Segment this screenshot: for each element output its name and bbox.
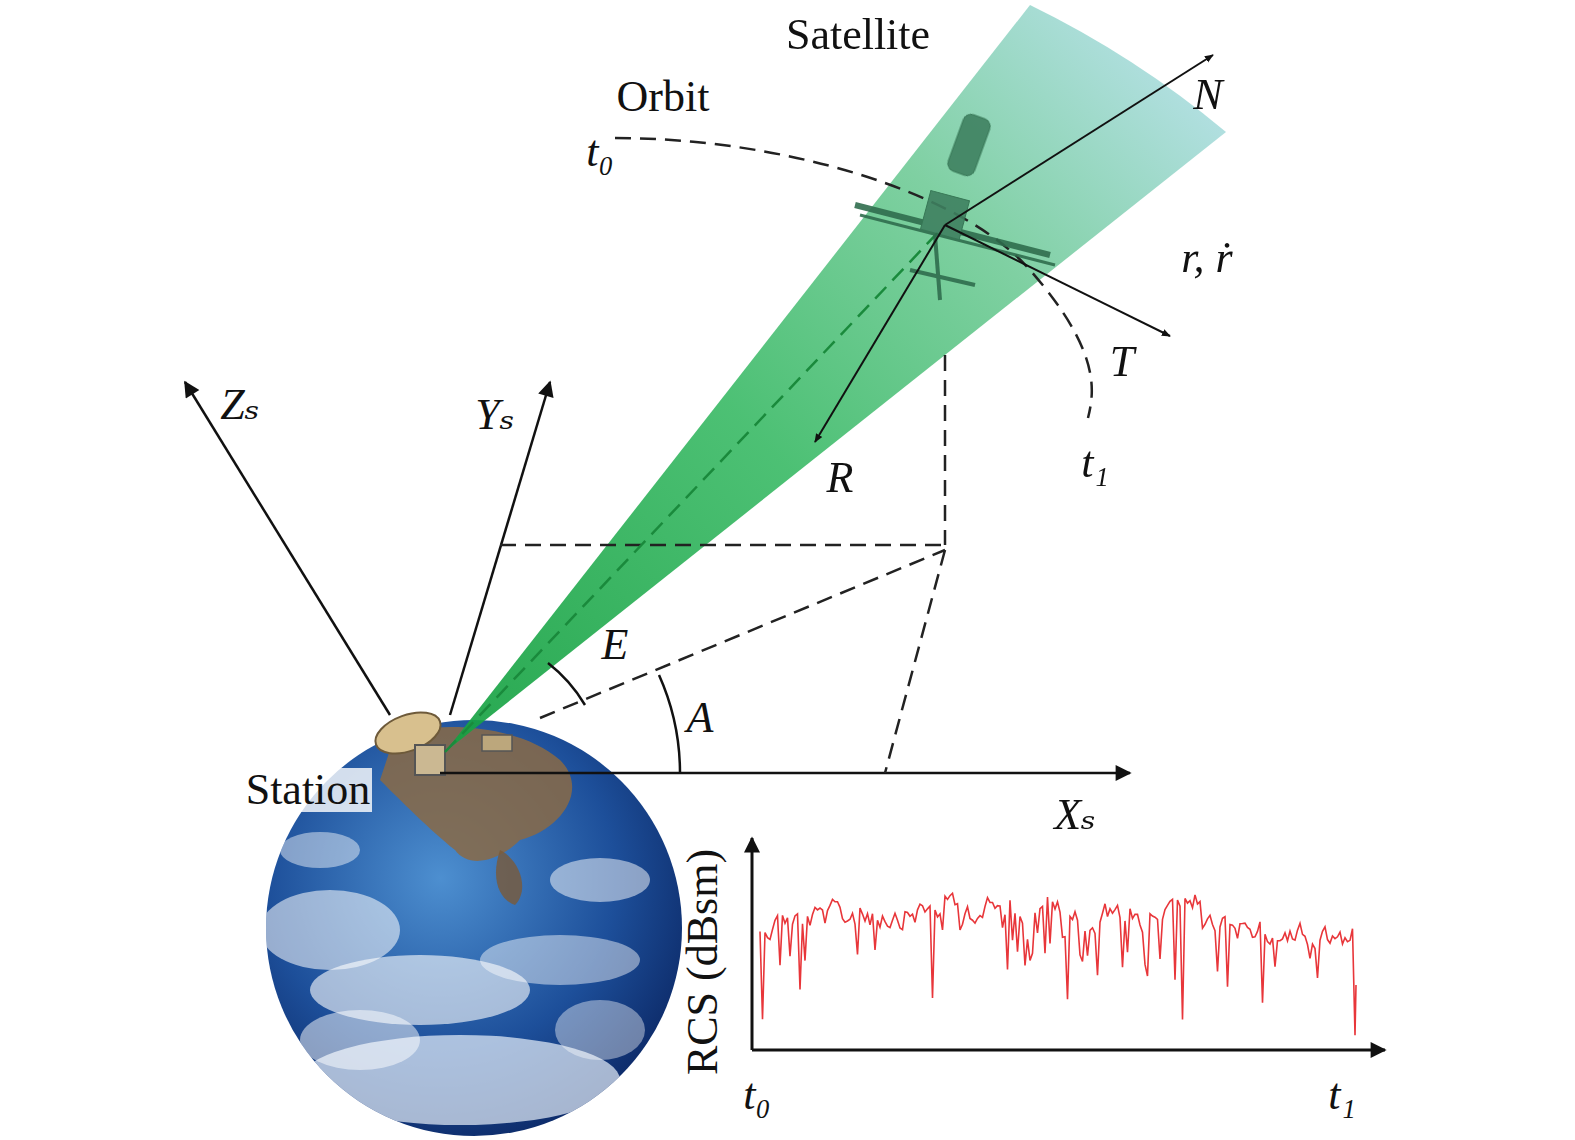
rcs-curve [760,893,1356,1035]
axis-title: RCS (dBsm) [681,849,725,1075]
orbit-label: Orbit [617,75,710,119]
satellite-label: Satellite [786,13,930,57]
cloud [300,1010,420,1070]
satellite [855,112,1055,300]
angle-label: E [602,623,629,667]
time-label: t₁ [1081,441,1109,485]
satellite-mast [935,235,940,300]
satellite-body [946,112,993,178]
cloud [550,858,650,902]
x-axis [440,772,1130,775]
cloud [280,832,360,868]
axis-label: R [827,456,854,500]
t-vector [945,225,1170,336]
axis-label: Xₛ [1054,793,1096,837]
z-axis [185,382,390,715]
cloud [480,935,640,985]
ground-projection [885,550,945,773]
axis-label: Zₛ [220,383,259,427]
axis-label: Yₛ [475,393,514,437]
rcs-curve-layer [760,893,1356,1035]
r-vector [815,225,945,442]
range-label: r, ṙ [1181,236,1232,280]
angle-label: A [687,696,714,740]
cloud [555,1000,645,1060]
satellite-boom [910,270,975,285]
station-hut [482,735,512,751]
time-label: t₀ [586,130,614,174]
horizontal-projection [500,544,945,547]
line-of-sight [445,225,945,752]
tick-label: t₀ [743,1073,771,1117]
station-label: Station [244,768,373,812]
vertical-projection [944,355,947,545]
azimuth-arc [659,675,680,773]
plot-x-axis [752,1049,1385,1052]
projection-lines [445,225,945,773]
elevation-arc [548,663,585,705]
n-vector [945,55,1213,225]
axis-label: N [1193,73,1222,117]
plot-y-axis [751,838,754,1050]
radar-beam [445,5,1226,752]
axis-label: T [1110,340,1134,384]
tick-label: t₁ [1328,1073,1356,1117]
land [496,850,522,905]
azimuth-line [540,550,945,718]
dish-base [415,745,445,775]
